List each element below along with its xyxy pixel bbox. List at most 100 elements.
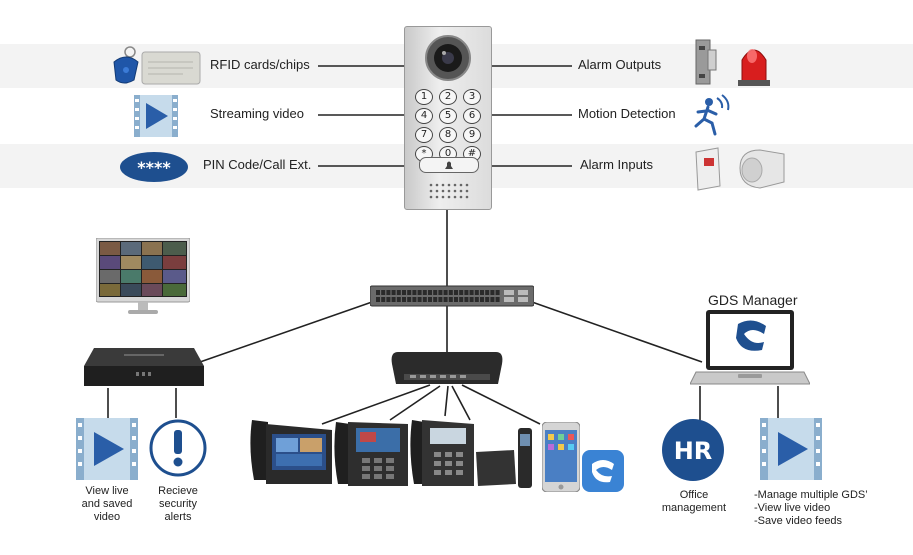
camera-lens-icon	[425, 35, 471, 81]
switch-port	[480, 297, 484, 302]
switch-port	[495, 290, 500, 295]
keypad-key[interactable]: 5	[439, 108, 457, 124]
switch-port	[422, 290, 427, 295]
alarm-output-icon	[695, 39, 770, 86]
switch-port	[443, 297, 448, 302]
switch-port	[396, 290, 401, 295]
caption-line: security	[159, 498, 197, 510]
switch-port	[469, 297, 474, 302]
switch-port	[391, 297, 396, 302]
switch-port	[480, 290, 484, 295]
switch-port	[433, 297, 438, 302]
caption-line: View live	[85, 485, 129, 497]
switch-port	[412, 297, 417, 302]
caption-line: Recieve	[158, 485, 198, 497]
switch-port	[464, 290, 469, 295]
switch-port	[402, 297, 406, 302]
caption-security-alerts: Recieve security alerts	[138, 485, 218, 524]
line-switch-laptop	[531, 301, 703, 363]
keypad-key[interactable]: 4	[415, 108, 433, 124]
motion-detection-icon	[694, 94, 730, 136]
caption-line: Office	[679, 489, 709, 501]
ip-phone-color	[334, 422, 408, 486]
keypad-key[interactable]: 9	[463, 127, 481, 143]
keypad-key[interactable]: 1	[415, 89, 433, 105]
switch-port	[396, 297, 401, 302]
switch-port	[459, 297, 464, 302]
line-pbx-phone2	[389, 385, 441, 421]
switch-port	[454, 297, 458, 302]
caption-line: -Manage multiple GDS’	[754, 489, 868, 501]
switch-port	[433, 290, 438, 295]
switch-port	[428, 290, 432, 295]
switch-port	[485, 297, 490, 302]
switch-port	[459, 290, 464, 295]
switch-port	[407, 297, 412, 302]
dect-phone	[476, 428, 532, 488]
ip-phone-basic	[410, 420, 474, 486]
switch-port	[454, 290, 458, 295]
keypad-key[interactable]: 6	[463, 108, 481, 124]
switch-port	[474, 290, 479, 295]
feature-label-pin: PIN Code/Call Ext.	[203, 157, 312, 172]
caption-line: management	[661, 502, 727, 514]
switch-port	[448, 290, 453, 295]
bell-icon	[445, 161, 453, 169]
feature-label-alarm-outputs: Alarm Outputs	[578, 57, 662, 72]
hr-badge-text: HR	[674, 437, 713, 465]
hr-office-icon: HR	[662, 419, 724, 481]
switch-port	[469, 290, 474, 295]
gds-manager-title: GDS Manager	[708, 292, 798, 308]
switch-port	[448, 297, 453, 302]
caption-office-management: Office management	[652, 489, 736, 515]
switch-port	[391, 290, 396, 295]
keypad-key[interactable]: 7	[415, 127, 433, 143]
smartphone	[542, 422, 580, 492]
switch-port	[485, 290, 490, 295]
call-button[interactable]	[419, 157, 479, 173]
keypad-key[interactable]: 2	[439, 89, 457, 105]
network-switch	[370, 285, 534, 307]
switch-port	[490, 290, 495, 295]
switch-port	[381, 297, 386, 302]
nvr-monitor	[96, 238, 190, 314]
line-switch-nvr	[199, 301, 373, 363]
caption-line: -Save video feeds	[754, 515, 843, 527]
rfid-card-icon	[113, 46, 201, 85]
switch-port	[386, 290, 391, 295]
feature-label-streaming: Streaming video	[210, 106, 304, 121]
laptop	[690, 310, 810, 385]
ip-pbx	[391, 352, 503, 384]
feature-label-alarm-inputs: Alarm Inputs	[580, 157, 653, 172]
switch-port	[381, 290, 386, 295]
video-play-icon	[134, 95, 178, 137]
switch-port	[417, 290, 422, 295]
caption-view-video: View live and saved video	[66, 485, 148, 524]
line-pbx-phone1	[321, 384, 431, 425]
switch-port	[402, 290, 406, 295]
gds-logo-icon	[736, 320, 766, 351]
switch-port	[422, 297, 427, 302]
caption-line: -View live video	[754, 502, 831, 514]
caption-line: video	[93, 511, 121, 523]
security-alert-icon	[149, 419, 207, 477]
switch-port	[417, 297, 422, 302]
view-video-icon	[76, 418, 138, 480]
pin-code-text: ****	[137, 158, 171, 177]
switch-port	[428, 297, 432, 302]
nvr-recorder	[84, 348, 204, 386]
line-pbx-phone3	[444, 385, 449, 417]
caption-line: and saved	[81, 498, 133, 510]
switch-port	[474, 297, 479, 302]
keypad-key[interactable]: 8	[439, 127, 457, 143]
line-pbx-mobile	[461, 384, 541, 425]
video-ip-phone	[250, 420, 332, 484]
switch-port	[443, 290, 448, 295]
line-pbx-phone4	[451, 385, 471, 421]
keypad-key[interactable]: 3	[463, 89, 481, 105]
switch-port	[495, 297, 500, 302]
alarm-input-icon	[695, 147, 785, 191]
